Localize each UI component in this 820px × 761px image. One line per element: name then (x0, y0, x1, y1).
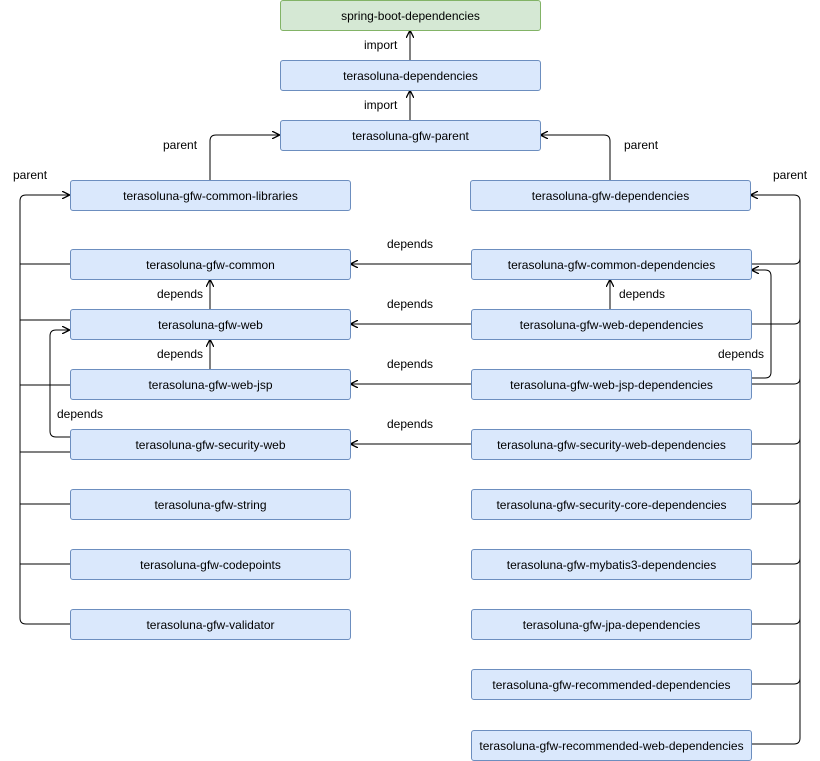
node-terasoluna-gfw-validator[interactable]: terasoluna-gfw-validator (70, 609, 351, 640)
node-terasoluna-gfw-common-dependencies[interactable]: terasoluna-gfw-common-dependencies (471, 249, 752, 280)
label-depends-web-to-common: depends (157, 287, 204, 301)
parent-edge-common-libraries (209, 135, 279, 180)
node-terasoluna-gfw-common-libraries[interactable]: terasoluna-gfw-common-libraries (70, 180, 351, 211)
label-parent-left: parent (13, 168, 48, 182)
node-terasoluna-gfw-parent[interactable]: terasoluna-gfw-parent (280, 120, 541, 151)
label-depends-common: depends (387, 237, 434, 251)
label-depends-web-jsp: depends (387, 357, 434, 371)
node-spring-boot-dependencies[interactable]: spring-boot-dependencies (280, 0, 541, 31)
node-terasoluna-gfw-web-jsp[interactable]: terasoluna-gfw-web-jsp (70, 369, 351, 400)
node-terasoluna-gfw-common[interactable]: terasoluna-gfw-common (70, 249, 351, 280)
label-depends-web: depends (387, 297, 434, 311)
node-terasoluna-gfw-dependencies[interactable]: terasoluna-gfw-dependencies (470, 180, 751, 211)
label-import-2: import (364, 98, 398, 112)
label-parent-gfw-dependencies: parent (624, 138, 659, 152)
label-depends-webjsp-to-web: depends (157, 347, 204, 361)
node-terasoluna-gfw-codepoints[interactable]: terasoluna-gfw-codepoints (70, 549, 351, 580)
node-terasoluna-gfw-security-core-dependencies[interactable]: terasoluna-gfw-security-core-dependencie… (471, 489, 752, 520)
label-depends-webjspdeps-to-commondeps: depends (718, 347, 765, 361)
label-import-1: import (364, 38, 398, 52)
depends-edge-securityweb-to-web (49, 330, 70, 438)
node-terasoluna-gfw-security-web-dependencies[interactable]: terasoluna-gfw-security-web-dependencies (471, 429, 752, 460)
node-terasoluna-gfw-web-jsp-dependencies[interactable]: terasoluna-gfw-web-jsp-dependencies (471, 369, 752, 400)
parent-edge-gfw-dependencies (541, 135, 611, 180)
node-terasoluna-gfw-web[interactable]: terasoluna-gfw-web (70, 309, 351, 340)
right-parent-bus (751, 195, 801, 745)
label-depends-webdeps-to-commondeps: depends (619, 287, 666, 301)
label-depends-securityweb-to-web: depends (57, 407, 104, 421)
left-parent-bus (19, 195, 70, 625)
node-terasoluna-gfw-mybatis3-dependencies[interactable]: terasoluna-gfw-mybatis3-dependencies (471, 549, 752, 580)
label-depends-security-web: depends (387, 417, 434, 431)
node-terasoluna-gfw-jpa-dependencies[interactable]: terasoluna-gfw-jpa-dependencies (471, 609, 752, 640)
node-terasoluna-gfw-recommended-dependencies[interactable]: terasoluna-gfw-recommended-dependencies (471, 669, 752, 700)
depends-edge-webjspdeps-to-commondeps (751, 270, 772, 379)
node-terasoluna-gfw-recommended-web-dependencies[interactable]: terasoluna-gfw-recommended-web-dependenc… (471, 730, 752, 761)
node-terasoluna-gfw-web-dependencies[interactable]: terasoluna-gfw-web-dependencies (471, 309, 752, 340)
node-terasoluna-gfw-security-web[interactable]: terasoluna-gfw-security-web (70, 429, 351, 460)
node-terasoluna-gfw-string[interactable]: terasoluna-gfw-string (70, 489, 351, 520)
label-parent-right: parent (773, 168, 808, 182)
node-terasoluna-dependencies[interactable]: terasoluna-dependencies (280, 60, 541, 91)
label-parent-common-libraries: parent (163, 138, 198, 152)
